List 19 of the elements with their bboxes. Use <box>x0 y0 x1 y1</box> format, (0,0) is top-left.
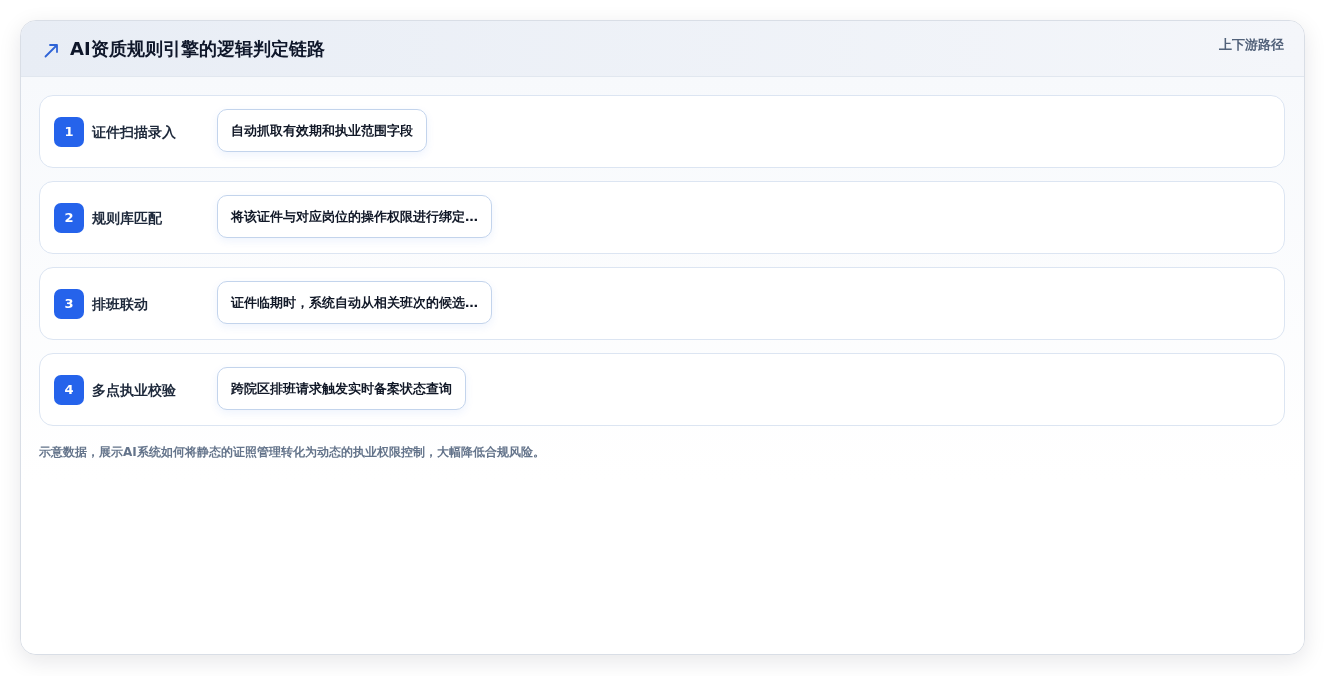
header-note: 上下游路径 <box>1219 36 1284 54</box>
caption: 示意数据，展示AI系统如何将静态的证照管理转化为动态的执业权限控制，大幅降低合规风险。 <box>39 444 545 461</box>
description-card: 自动抓取有效期和执业范围字段 <box>217 109 427 152</box>
number-badge: 2 <box>54 203 84 233</box>
number-badge: 4 <box>54 375 84 405</box>
description-card: 将该证件与对应岗位的操作权限进行绑定… <box>217 195 492 238</box>
description-card: 跨院区排班请求触发实时备案状态查询 <box>217 367 466 410</box>
step-title: 证件扫描录入 <box>92 123 176 142</box>
panel-title: AI资质规则引擎的逻辑判定链路 <box>70 37 325 61</box>
step-card <box>39 353 1285 426</box>
description-card: 证件临期时，系统自动从相关班次的候选… <box>217 281 492 324</box>
step-title: 排班联动 <box>92 295 148 314</box>
step-card <box>39 181 1285 254</box>
step-title: 规则库匹配 <box>92 209 162 228</box>
step-title: 多点执业校验 <box>92 381 176 400</box>
step-card <box>39 267 1285 340</box>
step-card <box>39 95 1285 168</box>
number-badge: 3 <box>54 289 84 319</box>
number-badge: 1 <box>54 117 84 147</box>
